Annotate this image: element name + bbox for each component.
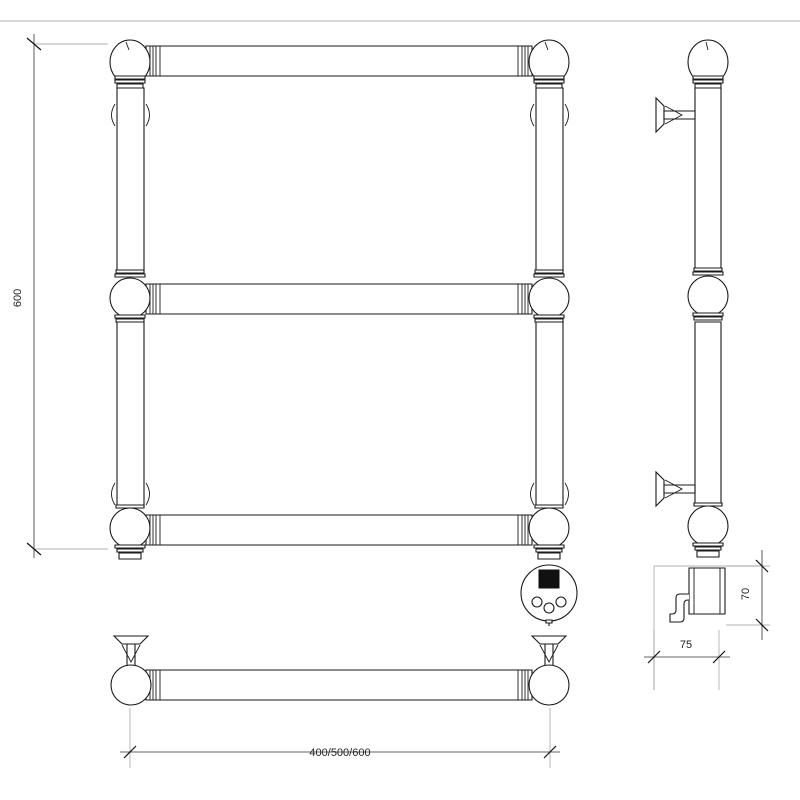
side-joint-top xyxy=(688,40,728,88)
side-view: 70 75 xyxy=(644,40,770,690)
left-joint-bottom xyxy=(110,505,150,559)
side-joint-bottom xyxy=(688,503,728,557)
bottom-rail xyxy=(146,515,532,545)
right-joint-bottom xyxy=(529,505,569,559)
top-view: 400/500/600 xyxy=(111,636,569,768)
right-joint-top xyxy=(529,40,569,88)
side-joint-middle xyxy=(688,268,728,320)
side-wall-bracket-lower xyxy=(656,472,695,506)
side-wall-bracket-upper xyxy=(656,98,695,132)
element-depth-label: 75 xyxy=(680,639,692,651)
heating-element-detail xyxy=(654,566,760,690)
right-joint-middle xyxy=(529,270,569,322)
width-dimension-label: 400/500/600 xyxy=(309,747,370,759)
front-view: 600 xyxy=(12,34,577,626)
width-dimension: 400/500/600 xyxy=(120,708,560,768)
height-dimension-label: 600 xyxy=(12,289,24,307)
element-height-dimension: 70 xyxy=(726,550,770,640)
element-depth-dimension: 75 xyxy=(644,630,730,690)
left-joint-middle xyxy=(110,270,150,322)
left-joint-top xyxy=(110,40,150,88)
top-rail xyxy=(146,46,532,76)
element-height-label: 70 xyxy=(740,588,752,600)
right-wall-bracket xyxy=(529,636,569,705)
thermostat-controller xyxy=(521,565,577,626)
left-wall-bracket xyxy=(111,636,151,705)
middle-rail xyxy=(146,284,532,314)
height-dimension: 600 xyxy=(12,34,108,558)
